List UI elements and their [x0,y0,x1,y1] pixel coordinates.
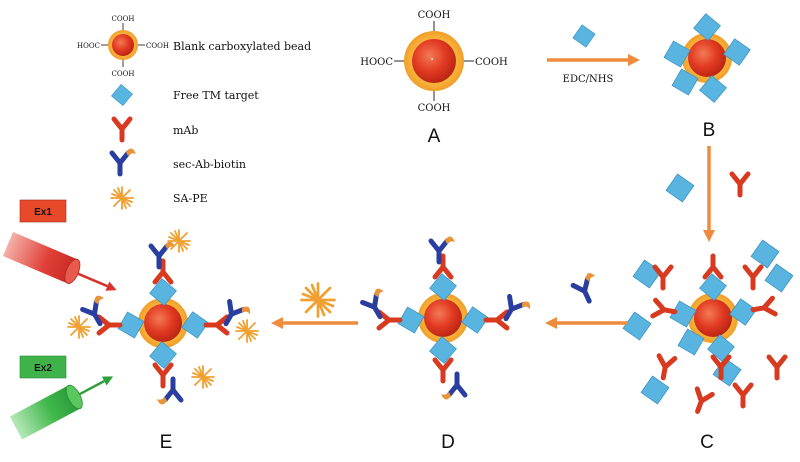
stage-d [360,236,532,399]
legend-target-icon [111,84,133,106]
legend-bead-label: Blank carboxylated bead [173,40,311,53]
stage-a-label: A [428,126,441,147]
legend-sape-icon [110,186,134,210]
ex2-box [19,355,67,379]
stage-c [622,239,794,414]
ex2-laser: Ex2 [9,355,114,440]
arrow-a-to-b-target-icon [572,24,596,48]
ex1-label: Ex1 [34,207,52,218]
arrow-d-to-e-sape-icon [300,282,336,318]
stage-b-label: B [703,120,716,141]
arrow-d-to-e [271,282,358,329]
legend-target-label: Free TM target [173,89,259,102]
legend: COOH COOH HOOC COOH Blank carboxylated b… [77,15,311,210]
stage-c-label: C [700,432,714,453]
stage-d-label: D [441,432,455,453]
legend-secab-label: sec-Ab-biotin [173,158,246,171]
arrow-c-to-d [545,271,628,329]
stage-a: COOH COOH HOOC COOH A [360,10,508,147]
stage-a-bead: COOH COOH HOOC COOH [360,10,508,114]
arrow-b-to-c-target-icon [665,173,695,203]
legend-mab-icon [114,119,130,140]
arrow-c-to-d-secab-icon [571,271,604,304]
legend-bead-cooh-left: HOOC [77,42,100,50]
legend-bead-cooh-bottom: COOH [112,70,135,78]
ex2-label: Ex2 [34,363,52,374]
stage-a-hooc-left: HOOC [360,57,393,68]
reagent-label: EDC/NHS [563,74,614,85]
legend-bead-cooh-right: COOH [146,42,169,50]
stage-e-label: E [160,432,173,453]
stage-b [663,13,751,103]
ex1-laser: Ex1 [2,199,117,291]
legend-sape-label: SA-PE [173,192,208,205]
stage-a-cooh-bottom: COOH [418,103,451,114]
ex1-beam [2,232,117,291]
ex1-box [19,199,67,223]
legend-mab-label: mAb [173,124,198,137]
legend-bead-cooh-top: COOH [112,15,135,23]
arrow-a-to-b: EDC/NHS [547,24,640,85]
legend-bead-icon: COOH COOH HOOC COOH [77,15,169,78]
stage-e [67,229,259,405]
stage-a-cooh-top: COOH [418,10,451,21]
arrow-b-to-c-mab-icon [732,174,748,195]
arrow-b-to-c [665,146,748,242]
ex2-beam [9,376,114,440]
stage-a-cooh-right: COOH [475,57,508,68]
legend-secab-icon [112,148,136,174]
